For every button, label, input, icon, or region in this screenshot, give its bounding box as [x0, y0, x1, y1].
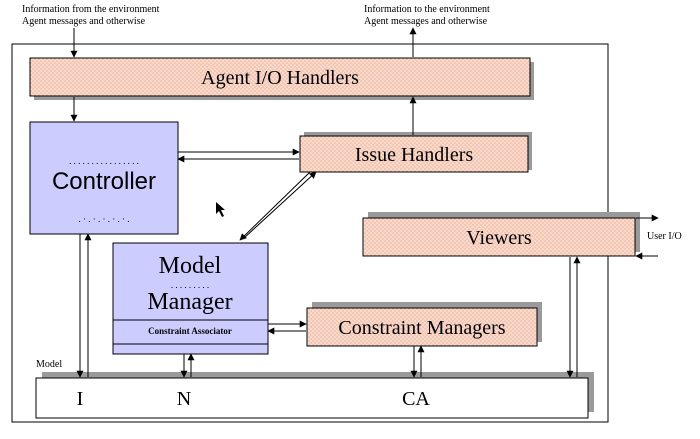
controller-dots-bottom: . · . · . · . · . · . [79, 214, 130, 224]
mouse-cursor-icon [216, 202, 225, 217]
viewers-box: Viewers [362, 212, 640, 257]
input-info-note: Information from the environment Agent m… [22, 4, 160, 27]
controller-box: . . . . . . . . . . . . . . . . Controll… [29, 121, 179, 235]
arrow-issue-handlers-to-model-manager [239, 171, 311, 241]
model-bar-n: N [177, 388, 191, 410]
model-manager-dots: . . . . . . . . . [171, 280, 209, 290]
model-label: Model [36, 359, 62, 370]
model-manager-label-line1: Model [159, 253, 222, 279]
input-info-line1: Information from the environment [22, 4, 160, 15]
input-info-line2: Agent messages and otherwise [22, 16, 146, 27]
user-io-label: User I/O [647, 231, 682, 242]
agent-io-handlers-box: Agent I/O Handlers [29, 57, 534, 100]
controller-dots-top: . . . . . . . . . . . . . . . . [69, 156, 139, 166]
model-bar-i: I [77, 388, 84, 410]
model-bar-ca: CA [402, 388, 430, 410]
output-info-line1: Information to the environment [364, 4, 490, 15]
constraint-managers-box: Constraint Managers [306, 302, 542, 347]
model-bar: I N CA [35, 372, 594, 419]
viewers-label: Viewers [466, 227, 532, 249]
arrow-model-manager-to-issue-handlers [243, 171, 317, 239]
connectors [70, 27, 659, 378]
issue-handlers-label: Issue Handlers [355, 144, 474, 166]
output-info-line2: Agent messages and otherwise [364, 16, 488, 27]
constraint-associator-label: Constraint Associator [148, 326, 232, 336]
agent-io-handlers-label: Agent I/O Handlers [201, 67, 359, 89]
controller-label: Controller [52, 168, 156, 195]
output-info-note: Information to the environment Agent mes… [364, 4, 490, 27]
model-manager-label-line2: Manager [147, 289, 232, 315]
model-manager-box: Model . . . . . . . . . Manager Constrai… [112, 242, 269, 355]
constraint-managers-label: Constraint Managers [338, 317, 505, 339]
issue-handlers-box: Issue Handlers [299, 132, 532, 173]
